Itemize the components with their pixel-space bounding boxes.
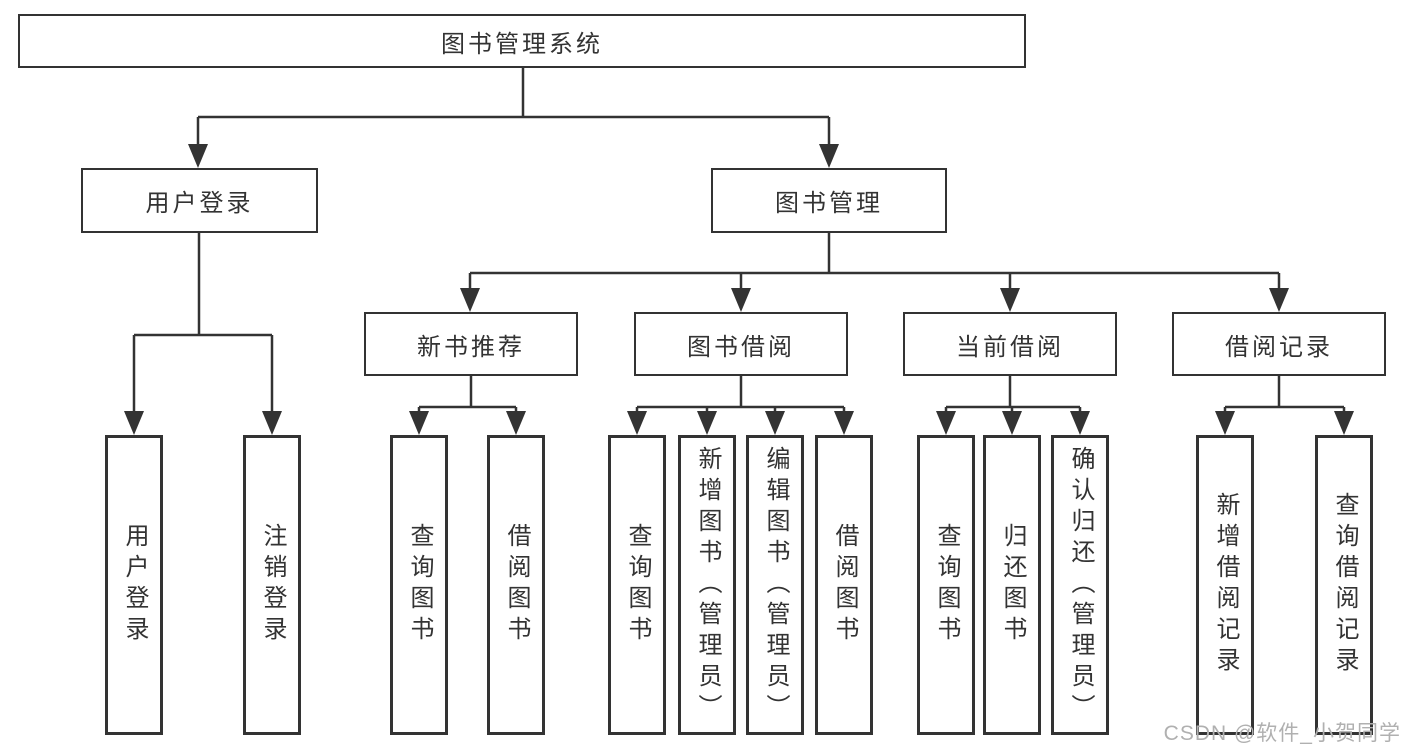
node-label: 用户登录: [145, 190, 254, 217]
node-label: 查询图书: [624, 523, 651, 647]
arrowhead-icon: [765, 411, 785, 435]
node-label: 借阅图书: [831, 523, 858, 647]
node-label: 新书推荐: [417, 333, 525, 361]
watermark-text: CSDN @软件_小贺同学: [1163, 722, 1401, 745]
node-label: 图书管理系统: [441, 30, 603, 58]
node-nbr-borrow-books: 借阅图书: [487, 435, 545, 735]
node-label: 用户登录: [121, 523, 148, 647]
arrowhead-icon: [1070, 411, 1090, 435]
arrowhead-icon: [460, 288, 480, 312]
node-user-login: 用户登录: [81, 168, 318, 233]
arrowhead-icon: [1215, 411, 1235, 435]
node-br-query-record: 查询借阅记录: [1315, 435, 1373, 735]
node-label: 借阅图书: [503, 523, 530, 647]
node-new-book-recommendation: 新书推荐: [364, 312, 578, 376]
arrowhead-icon: [506, 411, 526, 435]
arrowhead-icon: [1000, 288, 1020, 312]
node-label: 图书借阅: [687, 333, 795, 361]
arrowhead-icon: [627, 411, 647, 435]
node-label: 确认归还（管理员）: [1067, 445, 1094, 725]
arrowhead-icon: [936, 411, 956, 435]
node-label: 编辑图书（管理员）: [762, 445, 789, 725]
node-cb-return-books: 归还图书: [983, 435, 1041, 735]
node-nbr-query-books: 查询图书: [390, 435, 448, 735]
node-cb-confirm-return-admin: 确认归还（管理员）: [1051, 435, 1109, 735]
arrowhead-icon: [188, 144, 208, 168]
arrowhead-icon: [819, 144, 839, 168]
node-label: 注销登录: [259, 523, 286, 647]
node-label: 新增借阅记录: [1212, 492, 1239, 678]
node-book-management: 图书管理: [711, 168, 947, 233]
node-label: 图书管理: [775, 190, 883, 217]
node-bb-query-books: 查询图书: [608, 435, 666, 735]
arrowhead-icon: [731, 288, 751, 312]
node-library-management-system: 图书管理系统: [18, 14, 1026, 68]
node-bb-borrow-books: 借阅图书: [815, 435, 873, 735]
node-borrowing-records: 借阅记录: [1172, 312, 1386, 376]
node-label: 归还图书: [999, 523, 1026, 647]
arrowhead-icon: [1002, 411, 1022, 435]
arrowhead-icon: [124, 411, 144, 435]
arrowhead-icon: [1269, 288, 1289, 312]
node-book-borrowing: 图书借阅: [634, 312, 848, 376]
node-label: 查询图书: [406, 523, 433, 647]
node-label: 新增图书（管理员）: [694, 445, 721, 725]
arrowhead-icon: [1334, 411, 1354, 435]
node-bb-edit-books-admin: 编辑图书（管理员）: [746, 435, 804, 735]
node-user-login-action: 用户登录: [105, 435, 163, 735]
arrowhead-icon: [697, 411, 717, 435]
node-logout-action: 注销登录: [243, 435, 301, 735]
arrowhead-icon: [834, 411, 854, 435]
arrowhead-icon: [262, 411, 282, 435]
node-label: 查询图书: [933, 523, 960, 647]
arrowhead-icon: [409, 411, 429, 435]
node-br-add-record: 新增借阅记录: [1196, 435, 1254, 735]
node-current-borrowing: 当前借阅: [903, 312, 1117, 376]
node-cb-query-books: 查询图书: [917, 435, 975, 735]
node-label: 借阅记录: [1225, 333, 1333, 361]
node-label: 当前借阅: [956, 333, 1064, 361]
node-label: 查询借阅记录: [1331, 492, 1358, 678]
node-bb-add-books-admin: 新增图书（管理员）: [678, 435, 736, 735]
